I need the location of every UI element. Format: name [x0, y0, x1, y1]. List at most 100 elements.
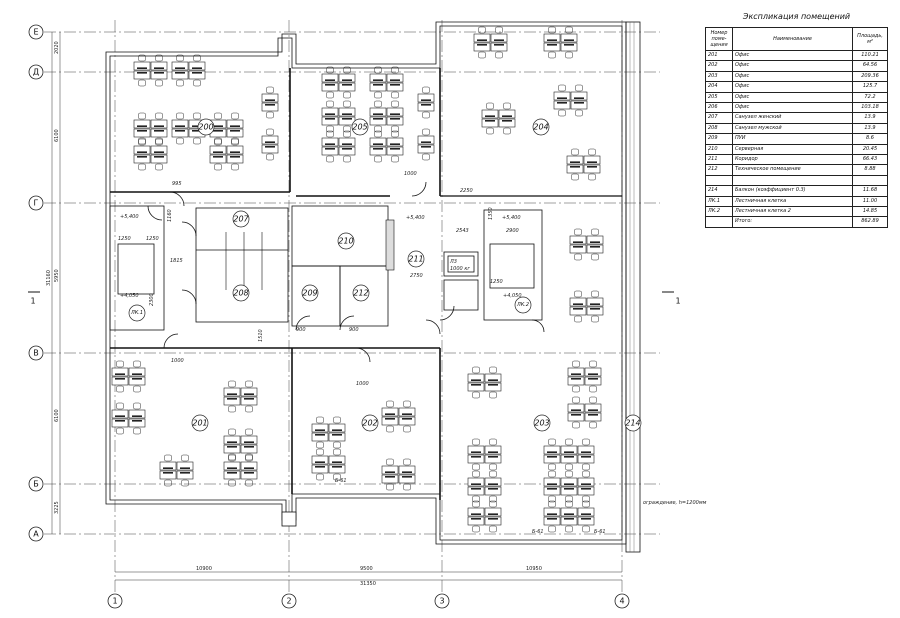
desk — [577, 486, 595, 496]
chair — [503, 102, 511, 110]
room-number: 202 — [362, 419, 377, 428]
monitor — [342, 148, 352, 150]
chair — [386, 400, 394, 408]
desk — [467, 507, 485, 517]
chair — [193, 79, 201, 87]
workstation — [128, 376, 146, 393]
table-cell-name: Лестничная клетка — [732, 195, 853, 208]
chair — [214, 163, 222, 171]
monitor — [163, 467, 173, 469]
workstation — [338, 146, 356, 163]
workstation — [150, 154, 168, 171]
workstation — [133, 70, 151, 87]
chair — [391, 125, 399, 133]
desk — [484, 486, 502, 496]
desk — [369, 82, 387, 92]
desk — [584, 403, 602, 413]
chair — [575, 109, 583, 117]
monitor — [477, 44, 487, 46]
desk — [467, 516, 485, 526]
monitor — [325, 148, 335, 150]
desk — [560, 42, 578, 52]
monitor — [570, 166, 580, 168]
workstation — [150, 112, 168, 129]
chair — [565, 470, 573, 478]
workstation — [417, 128, 435, 145]
chair — [478, 51, 486, 59]
chair — [574, 253, 582, 261]
chair — [228, 380, 236, 388]
monitor — [564, 483, 574, 485]
workstation — [176, 470, 194, 487]
workstation — [567, 396, 585, 413]
monitor — [564, 488, 574, 490]
chair — [548, 525, 556, 533]
desk — [321, 107, 339, 117]
chair — [266, 86, 274, 94]
room-number: 210 — [338, 237, 353, 246]
workstation — [553, 84, 571, 101]
workstation — [484, 516, 502, 533]
chair — [155, 163, 163, 171]
chair — [116, 385, 124, 393]
dimension-label: 1250 — [490, 279, 503, 285]
monitor — [390, 84, 400, 86]
desk — [398, 407, 416, 417]
monitor — [342, 113, 352, 115]
desk — [176, 470, 194, 480]
workstation — [171, 70, 189, 87]
dimension-label: 1160 — [167, 209, 173, 222]
monitor — [230, 125, 240, 127]
dim-row: 2020 — [54, 41, 60, 54]
chair — [333, 473, 341, 481]
desk — [128, 367, 146, 377]
workstation — [171, 112, 189, 129]
chair — [231, 163, 239, 171]
chair — [333, 441, 341, 449]
chair — [548, 438, 556, 446]
room-number: ЛК.2 — [516, 302, 529, 308]
chair — [138, 112, 146, 120]
table-cell-empty — [732, 174, 853, 187]
chair — [326, 66, 334, 74]
chair — [489, 470, 497, 478]
workstation — [584, 396, 602, 413]
table-cell-name: Офис — [732, 91, 853, 104]
chair — [245, 405, 253, 413]
workstation — [584, 376, 602, 393]
chair — [266, 153, 274, 161]
chair — [176, 54, 184, 62]
monitor — [588, 373, 598, 375]
monitor — [502, 115, 512, 117]
workstation — [261, 144, 279, 161]
desk — [473, 33, 491, 43]
workstation — [150, 138, 168, 155]
workstation — [467, 454, 485, 471]
desk — [569, 306, 587, 316]
table-cell-number: 204 — [705, 81, 733, 93]
monitor — [192, 72, 202, 74]
monitor — [213, 125, 223, 127]
monitor — [332, 461, 342, 463]
workstation — [569, 244, 587, 261]
desk — [386, 137, 404, 147]
chair — [403, 425, 411, 433]
chair — [565, 463, 573, 471]
desk — [381, 407, 399, 417]
monitor — [342, 143, 352, 145]
chair — [486, 127, 494, 135]
chair — [591, 290, 599, 298]
chair — [565, 525, 573, 533]
dimension-label: 2250 — [460, 188, 473, 194]
workstation — [577, 486, 595, 503]
dimension-label: 1510 — [258, 329, 264, 342]
monitor — [325, 118, 335, 120]
chair — [472, 366, 480, 374]
dimension-label: 2750 — [410, 273, 423, 279]
workstation — [567, 360, 585, 377]
door-width: 900 — [296, 327, 306, 333]
desk — [311, 455, 329, 465]
